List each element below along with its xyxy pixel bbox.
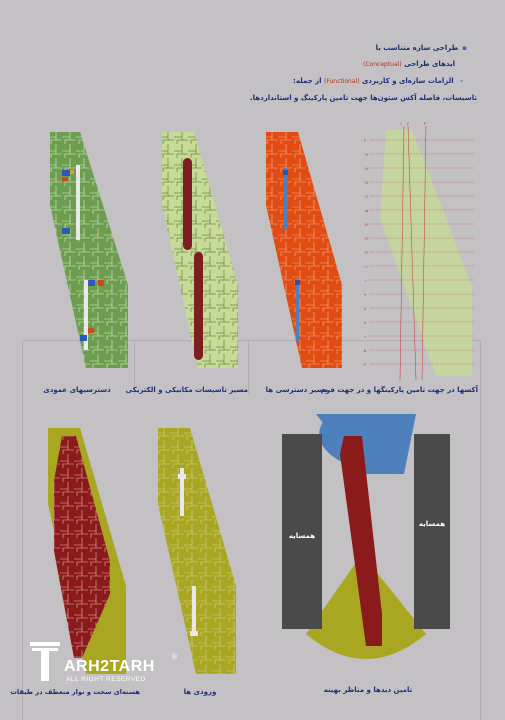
plan-vertical-access — [50, 132, 128, 368]
caption-views: تامین دیدها و مناظر بهینه — [323, 686, 413, 694]
plan-access-paths — [266, 132, 342, 368]
svg-text:۹: ۹ — [364, 292, 366, 297]
header-line-1: ▪طراحی سازه متناسب با — [375, 44, 467, 52]
svg-text:۱۵: ۱۵ — [364, 208, 368, 213]
plan-views-neighbors: همسایه همسایه — [282, 414, 450, 659]
svg-text:۵: ۵ — [364, 348, 366, 353]
frame-line-mid1 — [134, 340, 135, 394]
tarh2tarh-logo-icon — [30, 642, 60, 681]
tarh2tarh-logo: ARH2TARH ALL RIGHT RESERVED ® — [30, 640, 190, 686]
svg-text:۱۱: ۱۱ — [364, 264, 368, 269]
frame-line-right — [480, 340, 481, 720]
header-line-2: ایدهای طراحی (Conceptual) — [363, 60, 455, 68]
svg-text:۱۳: ۱۳ — [364, 236, 369, 241]
frame-line-left — [22, 340, 23, 720]
header-line-3: - الزامات سازه‌ای و کاربردی (Functional)… — [293, 77, 463, 85]
svg-text:۶: ۶ — [364, 334, 366, 339]
caption-entrances: ورودی ها — [183, 688, 217, 696]
caption-vertical-access: دسترسیهای عمودی — [43, 386, 111, 394]
axis-label-top-3: ۳ — [424, 121, 427, 126]
axis-label-top-1: ۱ — [400, 121, 402, 126]
svg-text:۱۹: ۱۹ — [364, 152, 368, 157]
frame-line-top — [22, 340, 480, 341]
svg-text:۱۰: ۱۰ — [364, 278, 368, 283]
neighbor-label-left: همسایه — [289, 532, 315, 540]
svg-text:۱۷: ۱۷ — [364, 180, 369, 185]
plan-entrances — [158, 428, 236, 674]
svg-text:۱۲: ۱۲ — [364, 250, 368, 255]
plan-mechanical-paths — [162, 132, 238, 368]
caption-mechanical: مسیر تاسیسات مکانیکی و الکتریکی — [125, 386, 248, 394]
plan-core-strip — [48, 428, 126, 674]
plan-structural-axes: ۱ ۲ ۳ ۲۰ ۱۹ ۱۸ ۱۷ ۱۶ ۱۵ ۱۴ ۱۳ ۱۲ ۱۱ ۱۰ ۹… — [364, 121, 474, 381]
caption-core: هسته‌ای سخت و نوار منعطف در طبقات — [10, 688, 140, 696]
caption-access-path: مسیر دسترسی ها — [265, 386, 329, 394]
svg-text:۱۴: ۱۴ — [364, 222, 368, 227]
logo-registered: ® — [172, 654, 178, 661]
svg-text:۷: ۷ — [364, 320, 367, 325]
square-bullet-icon: ▪ — [462, 44, 467, 52]
logo-sub: ALL RIGHT RESERVED — [66, 676, 146, 683]
caption-axes: آکسها در جهت تامین پارکینگها و در جهت فر… — [320, 386, 478, 394]
header-text-block: ▪طراحی سازه متناسب با ایدهای طراحی (Conc… — [27, 40, 477, 106]
svg-text:۸: ۸ — [364, 306, 367, 311]
axis-label-top-2: ۲ — [407, 121, 409, 126]
svg-text:۴: ۴ — [364, 362, 366, 367]
logo-brand: ARH2TARH — [64, 658, 155, 675]
svg-text:۱۸: ۱۸ — [364, 166, 369, 171]
neighbor-label-right: همسایه — [419, 520, 445, 528]
header-line-4: تاسیسات، فاصله آکس ستون‌ها جهت تامین پار… — [250, 94, 477, 102]
svg-text:۱۶: ۱۶ — [364, 194, 368, 199]
frame-line-mid2 — [248, 340, 249, 394]
svg-text:۲۰: ۲۰ — [364, 138, 368, 143]
